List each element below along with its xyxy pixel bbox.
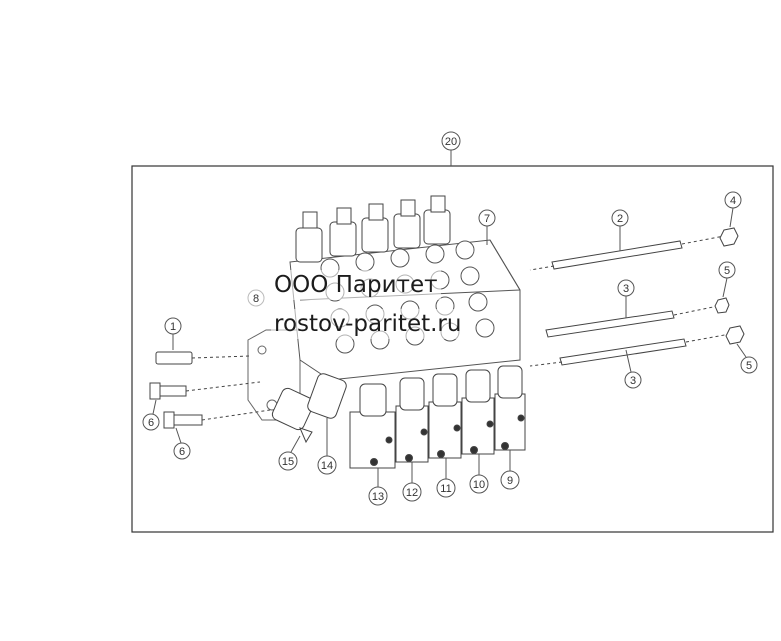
svg-text:10: 10 [473, 479, 485, 491]
relief-valves [271, 373, 347, 444]
callout-14: 14 [317, 418, 337, 475]
callout-8: 8 [247, 289, 265, 307]
watermark-url: rostov-paritet.ru [271, 309, 465, 339]
top-solenoids [295, 195, 451, 263]
svg-text:1: 1 [170, 321, 176, 333]
svg-text:11: 11 [440, 483, 451, 495]
callout-3a: 3 [617, 279, 635, 318]
callout-6a: 6 [142, 399, 160, 431]
callout-10: 10 [469, 454, 489, 494]
svg-text:2: 2 [617, 213, 623, 225]
svg-text:7: 7 [484, 213, 490, 225]
svg-text:3: 3 [623, 283, 629, 295]
callout-5a: 5 [718, 261, 736, 298]
svg-text:15: 15 [282, 456, 294, 468]
callout-12: 12 [402, 462, 422, 502]
svg-text:3: 3 [630, 375, 636, 387]
watermark-company: ООО Паритет [271, 270, 441, 300]
callout-5b: 5 [736, 343, 758, 374]
callouts: 20 7 2 4 5 3 3 5 8 1 6 6 15 14 13 12 11 … [142, 131, 758, 506]
svg-text:4: 4 [730, 195, 736, 207]
svg-text:5: 5 [746, 360, 752, 372]
callout-1: 1 [164, 317, 182, 350]
callout-9: 9 [500, 450, 520, 490]
callout-11: 11 [436, 458, 456, 498]
svg-text:20: 20 [445, 136, 457, 148]
svg-text:6: 6 [179, 446, 185, 458]
svg-text:14: 14 [321, 460, 333, 472]
callout-7: 7 [478, 209, 496, 245]
callout-20: 20 [441, 131, 461, 151]
svg-text:12: 12 [406, 487, 418, 499]
callout-15: 15 [278, 435, 301, 471]
bottom-modules [349, 365, 526, 469]
svg-text:9: 9 [507, 475, 513, 487]
svg-text:6: 6 [148, 417, 154, 429]
left-bolts [149, 351, 271, 429]
tie-rods [529, 227, 745, 367]
svg-text:8: 8 [253, 293, 259, 305]
callout-13: 13 [368, 468, 388, 506]
callout-3b: 3 [624, 349, 642, 389]
callout-4: 4 [724, 191, 742, 228]
callout-6b: 6 [173, 427, 191, 460]
diagram-frame [131, 165, 774, 533]
callout-2: 2 [611, 209, 629, 251]
svg-text:13: 13 [372, 491, 384, 503]
svg-text:5: 5 [724, 265, 730, 277]
